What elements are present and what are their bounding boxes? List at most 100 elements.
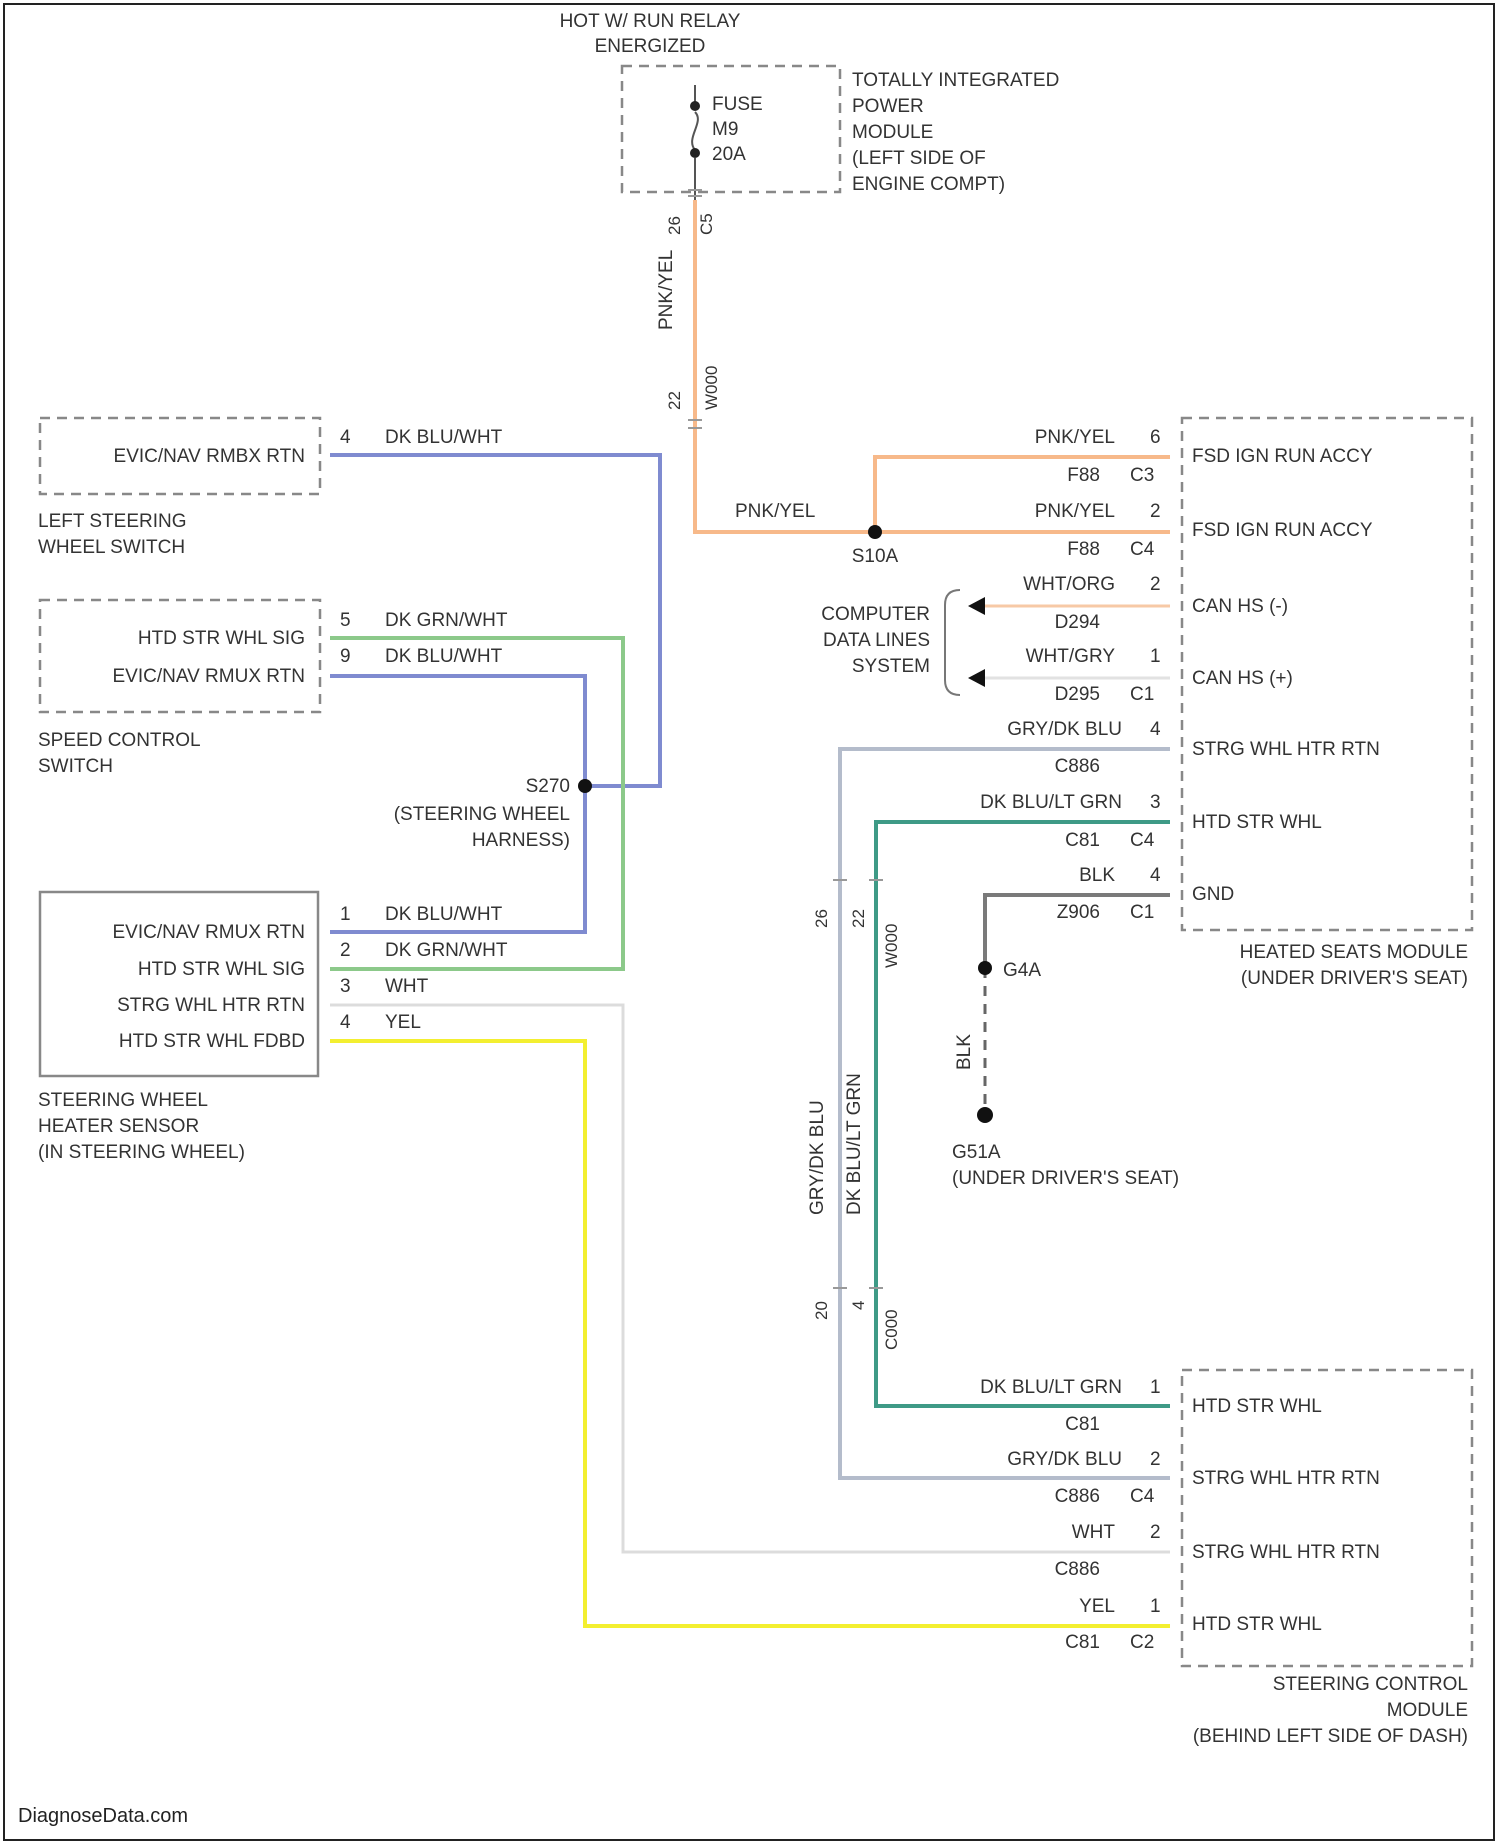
scm-wire-1: DK BLU/LT GRN (980, 1377, 1122, 1398)
hs-pin-num-1: 1 (340, 904, 351, 925)
lss-pin-num: 4 (340, 427, 351, 448)
relay-line1: HOT W/ RUN RELAY (560, 11, 741, 32)
ground-caption: (UNDER DRIVER'S SEAT) (952, 1168, 1179, 1189)
hsm-conn-4: C1 (1130, 684, 1154, 705)
hs-pin-2: HTD STR WHL SIG (138, 959, 305, 980)
scm-circuit-1: C81 (1065, 1414, 1100, 1435)
text-top: HOT W/ RUN RELAY ENERGIZED FUSE M9 20A T… (560, 11, 1060, 567)
hsm-label-2: FSD IGN RUN ACCY (1192, 520, 1373, 541)
lss-pin: EVIC/NAV RMBX RTN (114, 446, 305, 467)
hsm-pin-6: 3 (1150, 792, 1161, 813)
hsm-circuit-2: F88 (1067, 539, 1100, 560)
component-boxes (40, 66, 1472, 1666)
splice-g4a-dot (978, 961, 992, 975)
splice-s270-dot (578, 779, 592, 793)
scm-pin-4: 1 (1150, 1596, 1161, 1617)
pin-22: 22 (665, 391, 684, 410)
hsm-caption-1: HEATED SEATS MODULE (1240, 942, 1468, 963)
hsm-conn-2: C4 (1130, 539, 1155, 560)
scm-label-3: STRG WHL HTR RTN (1192, 1542, 1380, 1563)
hsm-circuit-1: F88 (1067, 465, 1100, 486)
mid-lower-left-pin: 20 (812, 1301, 831, 1320)
ground-g51a-dot (977, 1107, 993, 1123)
lss-caption-2: WHEEL SWITCH (38, 537, 185, 558)
hsm-wire-7: BLK (1079, 865, 1115, 886)
scm-wire-3: WHT (1072, 1522, 1116, 1543)
hsm-circuit-6: C81 (1065, 830, 1100, 851)
text-mid-connectors: 26 22 W000 GRY/DK BLU DK BLU/LT GRN 20 4… (807, 909, 901, 1350)
hsm-wire-4: WHT/GRY (1026, 646, 1116, 667)
scm-label-4: HTD STR WHL (1192, 1614, 1322, 1635)
scs-pin-1: HTD STR WHL SIG (138, 628, 305, 649)
hsm-label-4: CAN HS (+) (1192, 668, 1293, 689)
scm-label-2: STRG WHL HTR RTN (1192, 1468, 1380, 1489)
scm-conn-4: C2 (1130, 1632, 1154, 1653)
scm-label-1: HTD STR WHL (1192, 1396, 1322, 1417)
hsm-pin-1: 6 (1150, 427, 1161, 448)
hs-pin-num-2: 2 (340, 940, 351, 961)
scm-caption-2: MODULE (1387, 1700, 1468, 1721)
hsm-pin-7: 4 (1150, 865, 1161, 886)
hs-pin-num-4: 4 (340, 1012, 351, 1033)
watermark: DiagnoseData.com (18, 1805, 188, 1827)
hsm-circuit-3: D294 (1055, 612, 1101, 633)
fuse-terminal-bottom (690, 148, 700, 158)
hs-caption-2: HEATER SENSOR (38, 1116, 199, 1137)
hs-pin-1: EVIC/NAV RMUX RTN (113, 922, 306, 943)
can-minus-arrow (968, 597, 985, 615)
scm-pin-1: 1 (1150, 1377, 1161, 1398)
ground-splice: G4A (1003, 960, 1041, 981)
mid-lower-right-pin: 4 (849, 1301, 868, 1310)
wire-pnk-yel-main (695, 200, 875, 532)
hsm-pin-3: 2 (1150, 574, 1161, 595)
scs-pin-num-2: 9 (340, 646, 351, 667)
hs-caption-1: STEERING WHEEL (38, 1090, 208, 1111)
data-lines-bracket (945, 590, 960, 695)
s270-caption-1: (STEERING WHEEL (394, 804, 570, 825)
hsm-wire-1: PNK/YEL (1035, 427, 1115, 448)
wire-gry-dk-blu (840, 749, 1170, 1478)
hsm-label-6: HTD STR WHL (1192, 812, 1322, 833)
hs-wire-3: WHT (385, 976, 429, 997)
s270-id: S270 (526, 776, 570, 797)
hs-caption-3: (IN STEERING WHEEL) (38, 1142, 245, 1163)
wire-vertical-label: PNK/YEL (656, 250, 677, 330)
wire-splice-label: PNK/YEL (735, 501, 815, 522)
scs-caption-1: SPEED CONTROL (38, 730, 201, 751)
hs-pin-4: HTD STR WHL FDBD (119, 1031, 305, 1052)
mid-upper-left-pin: 26 (812, 909, 831, 928)
text-steering-control-module: DK BLU/LT GRN 1 C81 HTD STR WHL GRY/DK B… (980, 1377, 1468, 1747)
text-left-steering-switch: EVIC/NAV RMBX RTN 4 DK BLU/WHT LEFT STEE… (38, 427, 503, 558)
scm-pin-2: 2 (1150, 1449, 1161, 1470)
cdl-line2: DATA LINES (823, 630, 930, 651)
scm-wire-2: GRY/DK BLU (1007, 1449, 1122, 1470)
scs-caption-2: SWITCH (38, 756, 113, 777)
mid-wire-right: DK BLU/LT GRN (844, 1073, 865, 1215)
cdl-line3: SYSTEM (852, 656, 930, 677)
hsm-wire-3: WHT/ORG (1023, 574, 1115, 595)
scm-circuit-3: C886 (1055, 1559, 1100, 1580)
hs-pin-num-3: 3 (340, 976, 351, 997)
mid-upper-right-pin: 22 (849, 909, 868, 928)
scm-caption-1: STEERING CONTROL (1273, 1674, 1468, 1695)
tipm-line4: (LEFT SIDE OF (852, 148, 986, 169)
text-heater-sensor: EVIC/NAV RMUX RTN HTD STR WHL SIG STRG W… (38, 904, 508, 1163)
hsm-caption-2: (UNDER DRIVER'S SEAT) (1241, 968, 1468, 989)
hsm-conn-1: C3 (1130, 465, 1154, 486)
pin-26: 26 (665, 216, 684, 235)
tipm-line5: ENGINE COMPT) (852, 174, 1005, 195)
lss-wire: DK BLU/WHT (385, 427, 503, 448)
lss-caption-1: LEFT STEERING (38, 511, 187, 532)
scs-pin-num-1: 5 (340, 610, 351, 631)
splice-s10a-dot (868, 525, 882, 539)
hsm-label-1: FSD IGN RUN ACCY (1192, 446, 1373, 467)
scs-wire-2: DK BLU/WHT (385, 646, 503, 667)
hsm-wire-5: GRY/DK BLU (1007, 719, 1122, 740)
scm-circuit-4: C81 (1065, 1632, 1100, 1653)
tipm-line1: TOTALLY INTEGRATED (852, 70, 1059, 91)
hs-pin-3: STRG WHL HTR RTN (117, 995, 305, 1016)
fuse-label: FUSE (712, 94, 763, 115)
hsm-wire-2: PNK/YEL (1035, 501, 1115, 522)
hsm-circuit-5: C886 (1055, 756, 1100, 777)
hs-wire-2: DK GRN/WHT (385, 940, 508, 961)
